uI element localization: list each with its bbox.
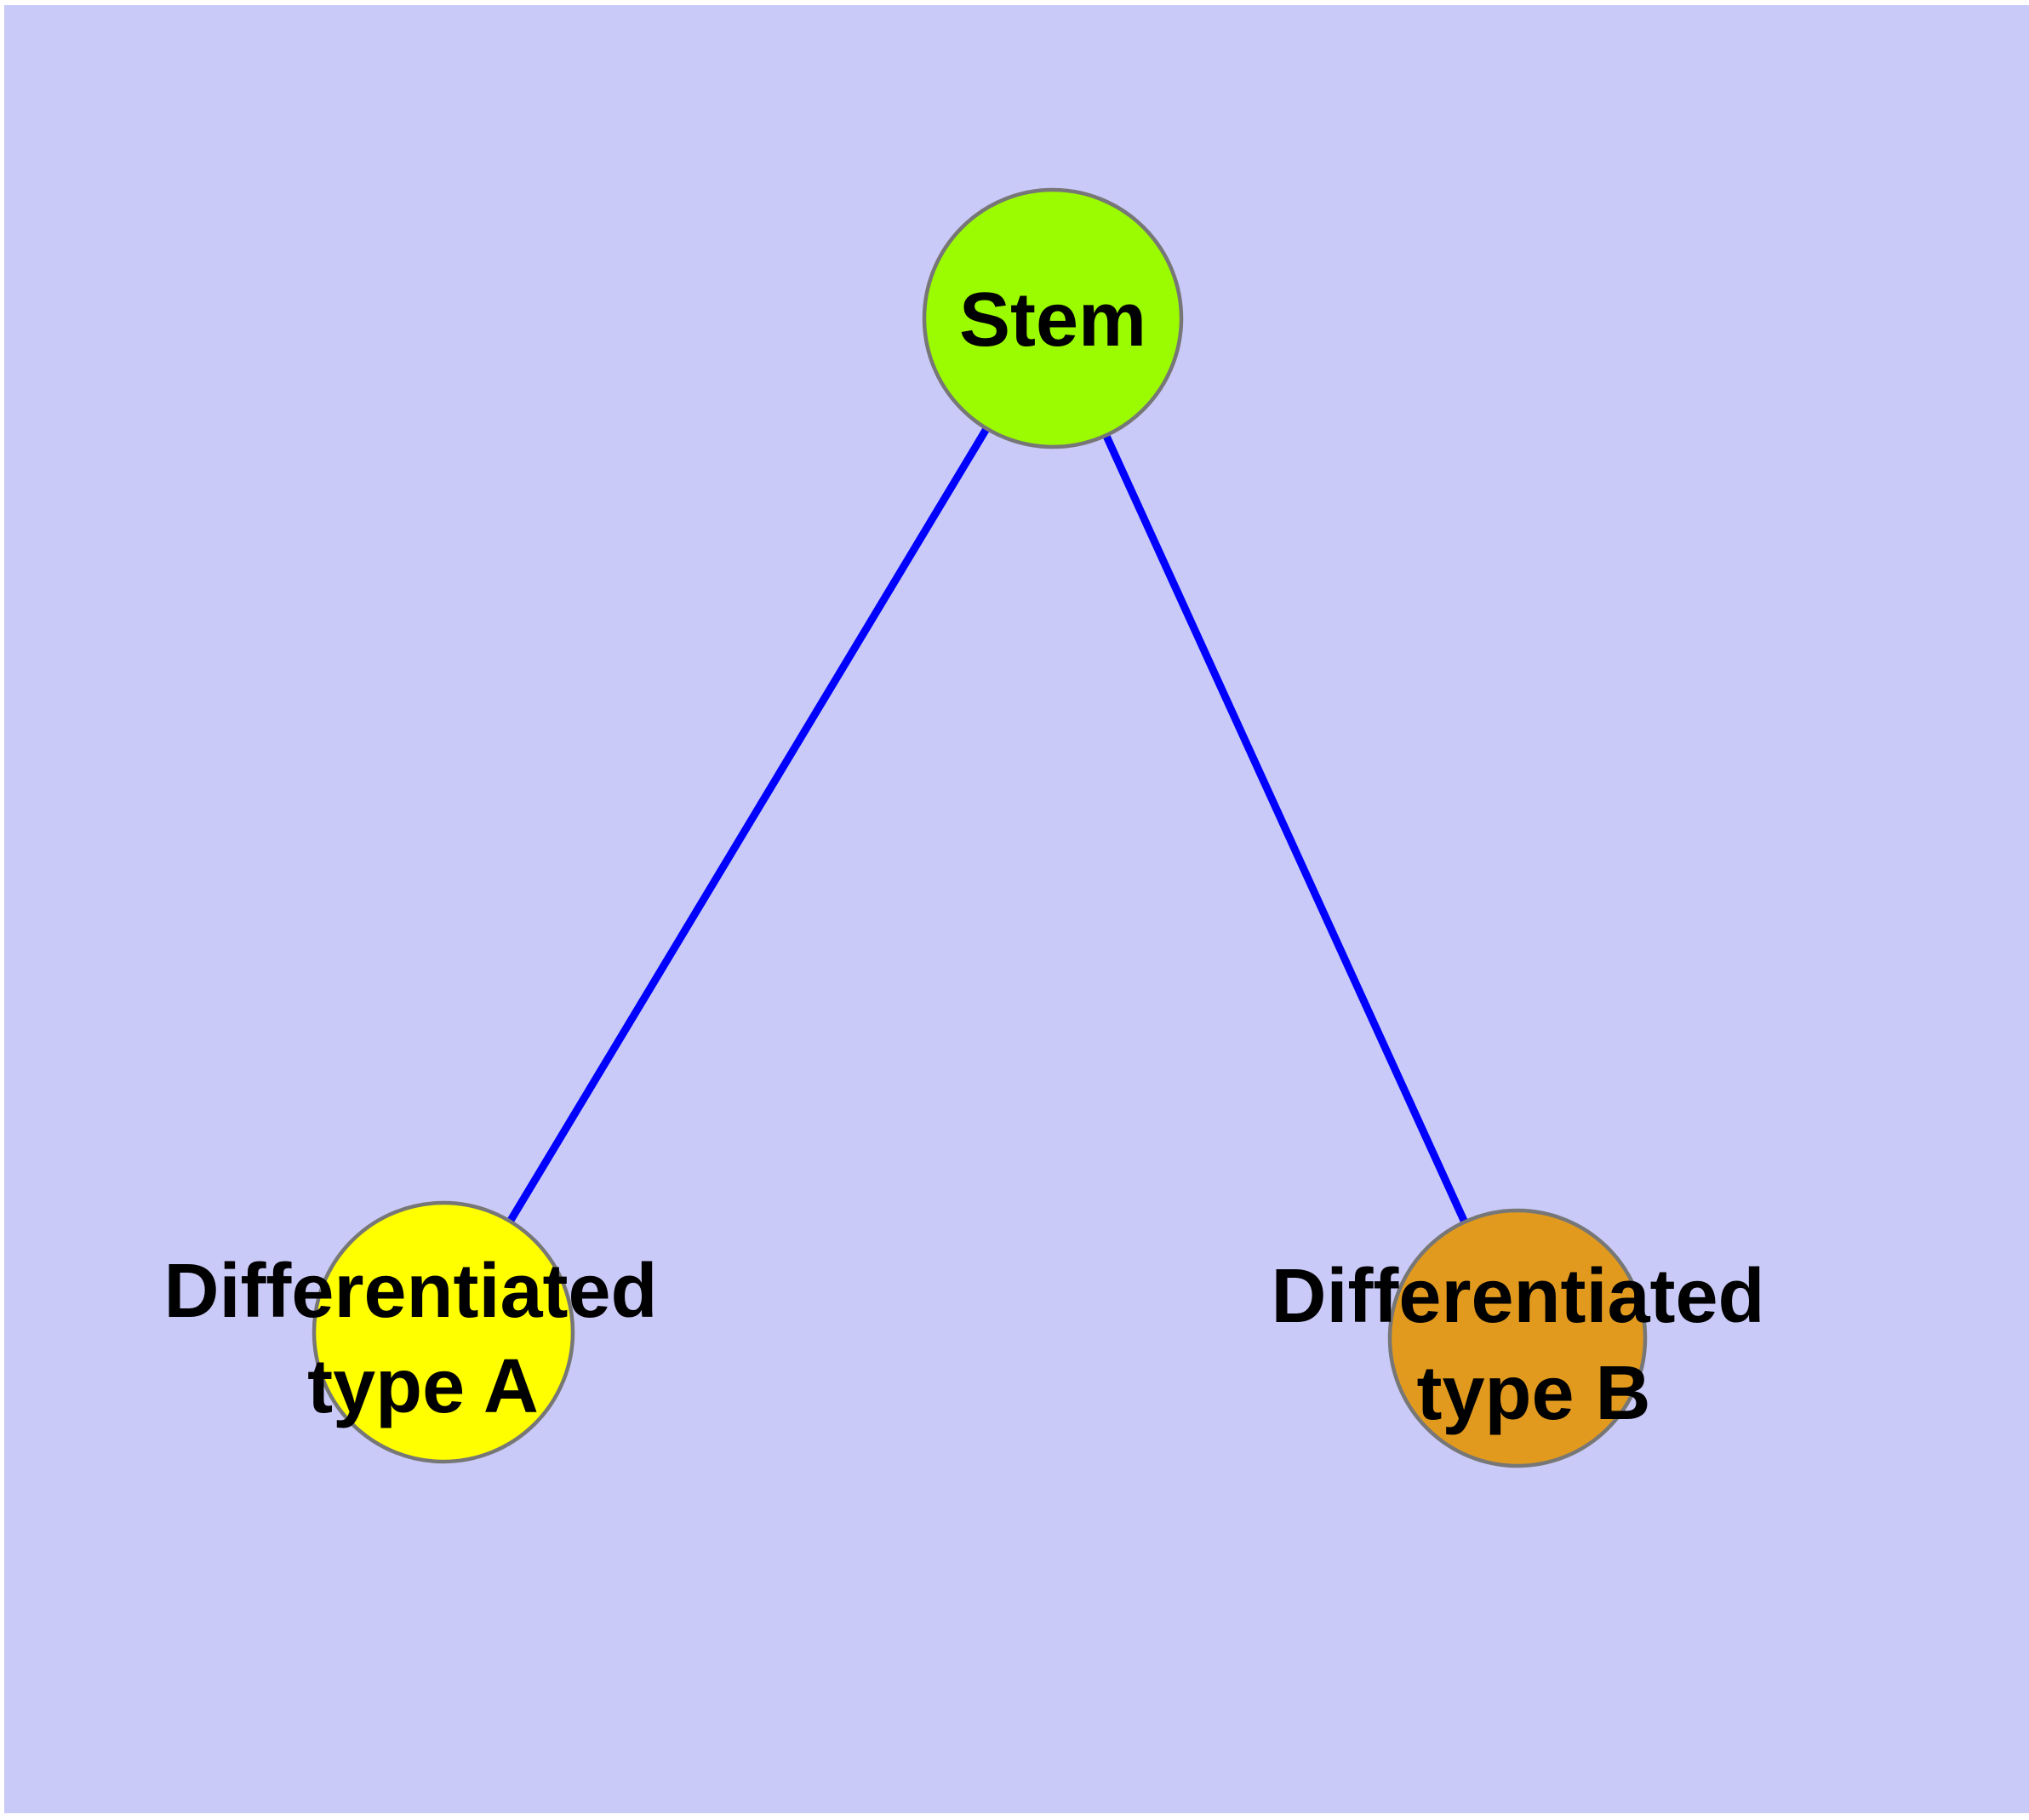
edge-stem-type-b bbox=[1049, 317, 1522, 1340]
node-type-b-label-line1: Differentiated bbox=[1271, 1254, 1764, 1339]
node-type-a-label: Differentiated type A bbox=[163, 1249, 678, 1429]
edge-stem-type-a bbox=[440, 316, 1056, 1335]
node-type-a-label-line1: Differentiated bbox=[163, 1249, 657, 1334]
node-differentiated-type-b bbox=[1387, 1208, 1648, 1468]
node-type-b-label: Differentiated type B bbox=[1271, 1254, 1786, 1436]
node-type-a-label-line2: type A bbox=[307, 1344, 539, 1429]
node-differentiated-type-a bbox=[311, 1200, 575, 1464]
nodes bbox=[311, 187, 1648, 1468]
node-type-b-label-line2: type B bbox=[1416, 1351, 1650, 1436]
labels: Stem Differentiated type A Differentiate… bbox=[163, 278, 1786, 1436]
node-stem bbox=[922, 187, 1184, 449]
node-stem-label: Stem bbox=[959, 278, 1146, 363]
edges bbox=[440, 316, 1522, 1340]
